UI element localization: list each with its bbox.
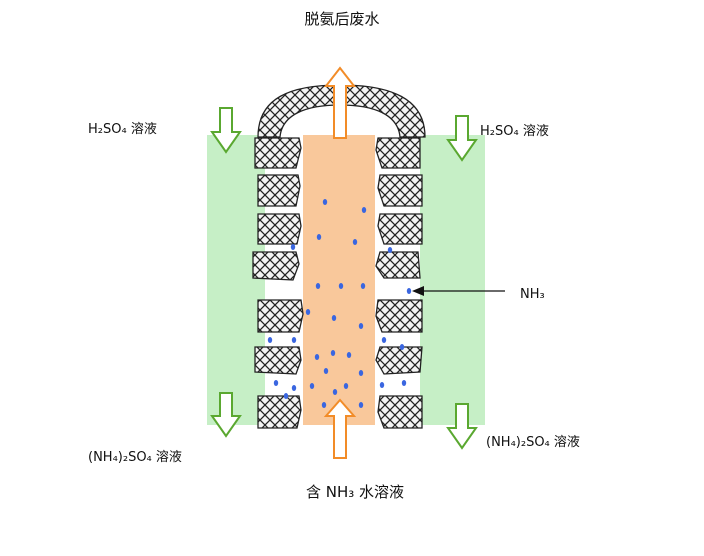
nh3-molecules <box>267 199 412 408</box>
label-inlet-solution: 含 NH₃ 水溶液 <box>306 483 404 501</box>
inner-channel <box>303 135 375 425</box>
label-outlet-wastewater: 脱氨后废水 <box>304 10 379 28</box>
label-h2so4-left: H₂SO₄ 溶液 <box>88 122 157 137</box>
salt-outlet-arrow-left <box>210 392 242 438</box>
acid-region-right <box>420 135 485 425</box>
label-nh42so4-left: (NH₄)₂SO₄ 溶液 <box>88 450 182 465</box>
salt-outlet-arrow-right <box>446 403 478 450</box>
membrane-right <box>375 137 423 429</box>
label-h2so4-right: H₂SO₄ 溶液 <box>480 124 549 139</box>
outlet-arrow <box>323 66 357 139</box>
top-arch-membrane <box>257 84 426 138</box>
nh3-pointer-arrow <box>412 286 505 296</box>
label-nh42so4-right: (NH₄)₂SO₄ 溶液 <box>486 435 580 450</box>
label-nh3: NH₃ <box>520 287 545 302</box>
inlet-arrow <box>323 398 357 459</box>
acid-inlet-arrow-right <box>446 115 478 162</box>
membrane-left <box>252 137 304 429</box>
acid-inlet-arrow-left <box>210 107 242 154</box>
acid-region-left <box>207 135 265 425</box>
